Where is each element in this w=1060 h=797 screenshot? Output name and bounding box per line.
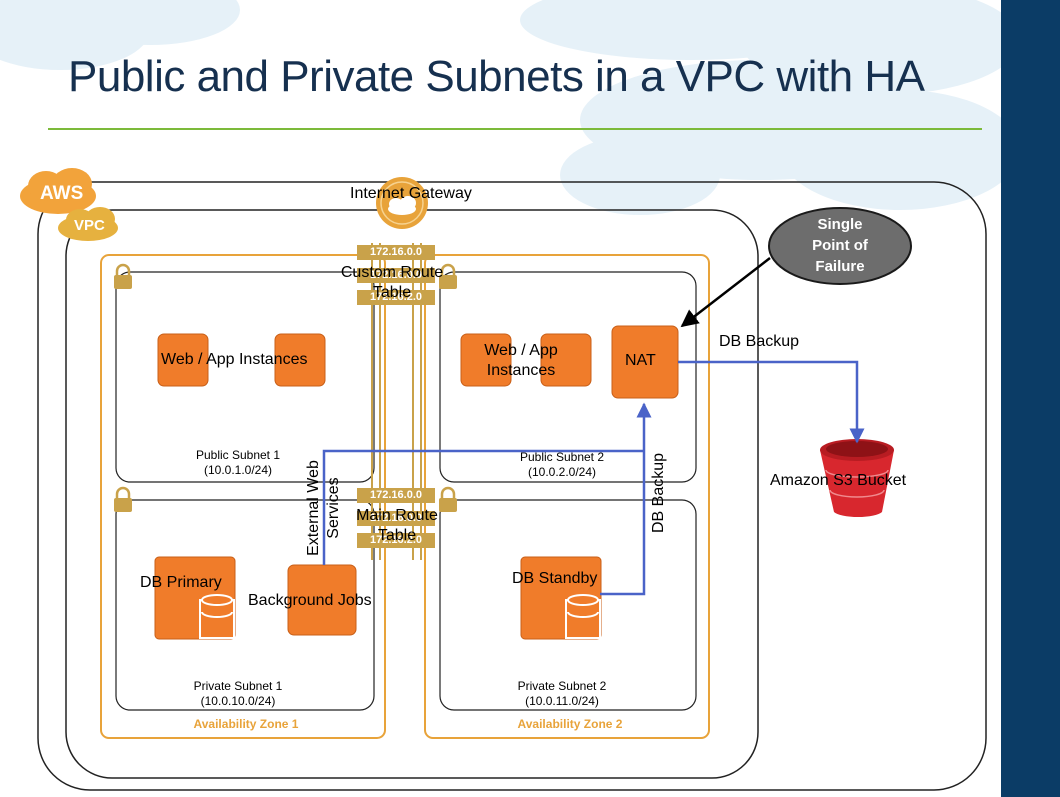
main-route-table-row: 172.16.0.0 xyxy=(357,511,435,526)
web-app-2-line2: Instances xyxy=(486,362,556,379)
web-app-instances-label: Web / App Instances xyxy=(161,351,308,368)
web-app-2-line1: Web / App xyxy=(484,342,558,359)
db-backup-vertical-label: DB Backup xyxy=(650,452,667,533)
spof-line1: Single xyxy=(817,216,863,233)
external-web-line2: Services xyxy=(325,477,342,539)
web-app-instance xyxy=(540,333,592,387)
public-subnet-1 xyxy=(115,271,375,483)
main-route-table-line2: Table xyxy=(377,527,417,544)
main-route-table-row: 172.16.0.0 xyxy=(357,488,435,503)
web-app-instance xyxy=(460,333,512,387)
custom-route-table-label: Custom Route Table xyxy=(330,263,454,303)
public-subnet-2-label: Public Subnet 2 (10.0.2.0/24) xyxy=(500,450,624,480)
web-app-instance xyxy=(274,333,326,387)
lock-icon xyxy=(439,263,457,289)
private-subnet-2-name: Private Subnet 2 xyxy=(517,679,607,693)
custom-route-table-row: 172.16.2.0 xyxy=(357,290,435,305)
web-app-instances-label-2: Web / App Instances xyxy=(462,341,580,381)
private-subnet-1-cidr: (10.0.10.0/24) xyxy=(200,694,276,708)
main-route-table-label: Main Route Table xyxy=(335,506,459,546)
spof-arrow xyxy=(680,257,771,328)
custom-route-table-row: 172.16.0.0 xyxy=(357,245,435,260)
internet-gateway-icon xyxy=(376,177,428,229)
db-backup-flow-to-s3 xyxy=(678,360,865,444)
single-point-of-failure-bubble xyxy=(768,207,912,285)
background-jobs-label: Background Jobs xyxy=(248,592,372,609)
db-backup-label: DB Backup xyxy=(719,333,800,350)
background-jobs-instance xyxy=(287,564,357,636)
availability-zone-1-label: Availability Zone 1 xyxy=(193,717,299,731)
public-subnet-2-name: Public Subnet 2 xyxy=(519,450,605,464)
custom-route-table-row: 172.16.0.0 xyxy=(357,268,435,283)
private-subnet-2-label: Private Subnet 2 (10.0.11.0/24) xyxy=(500,679,624,709)
external-web-services-label: External Web Services xyxy=(304,453,344,563)
sidebar-band xyxy=(1001,0,1060,797)
db-primary-instance xyxy=(154,556,236,640)
db-standby-label: DB Standby xyxy=(512,570,598,587)
spof-label: Single Point of Failure xyxy=(780,214,900,277)
s3-bucket-label: Amazon S3 Bucket xyxy=(770,472,907,489)
vpc-badge-label: VPC xyxy=(74,217,105,234)
public-subnet-2-cidr: (10.0.2.0/24) xyxy=(527,465,597,479)
private-subnet-1-name: Private Subnet 1 xyxy=(193,679,283,693)
spof-line2: Point of xyxy=(812,237,868,254)
public-subnet-1-cidr: (10.0.1.0/24) xyxy=(203,463,273,477)
external-web-services-flow xyxy=(322,449,644,565)
private-subnet-1-label: Private Subnet 1 (10.0.10.0/24) xyxy=(176,679,300,709)
spof-line3: Failure xyxy=(815,258,865,275)
db-primary-label: DB Primary xyxy=(140,574,222,591)
web-app-instance xyxy=(157,333,209,387)
aws-badge-label: AWS xyxy=(40,183,84,204)
public-subnet-1-name: Public Subnet 1 xyxy=(195,448,281,462)
private-subnet-2-cidr: (10.0.11.0/24) xyxy=(525,694,599,708)
slide-title: Public and Private Subnets in a VPC with… xyxy=(68,52,925,101)
aws-cloud-boundary xyxy=(37,181,987,791)
custom-route-table-line1: Custom Route xyxy=(340,264,444,281)
vpc-cloud-icon xyxy=(58,207,118,241)
external-web-line1: External Web xyxy=(305,460,322,556)
availability-zone-2-label: Availability Zone 2 xyxy=(517,717,623,731)
main-route-table-row: 172.16.2.0 xyxy=(357,533,435,548)
lock-icon xyxy=(114,263,132,289)
lock-icon xyxy=(114,486,132,512)
internet-gateway-label: Internet Gateway xyxy=(350,185,472,202)
lock-icon xyxy=(439,486,457,512)
public-subnet-1-label: Public Subnet 1 (10.0.1.0/24) xyxy=(176,448,300,478)
custom-route-table-line2: Table xyxy=(372,284,412,301)
db-backup-flow-from-standby xyxy=(600,402,652,596)
db-standby-instance xyxy=(520,556,602,640)
s3-bucket-icon xyxy=(820,439,894,518)
aws-cloud-icon xyxy=(20,168,96,214)
private-subnet-1 xyxy=(115,499,375,711)
main-route-table-line1: Main Route xyxy=(356,507,438,524)
title-underline xyxy=(48,128,982,130)
nat-label: NAT xyxy=(625,352,656,369)
